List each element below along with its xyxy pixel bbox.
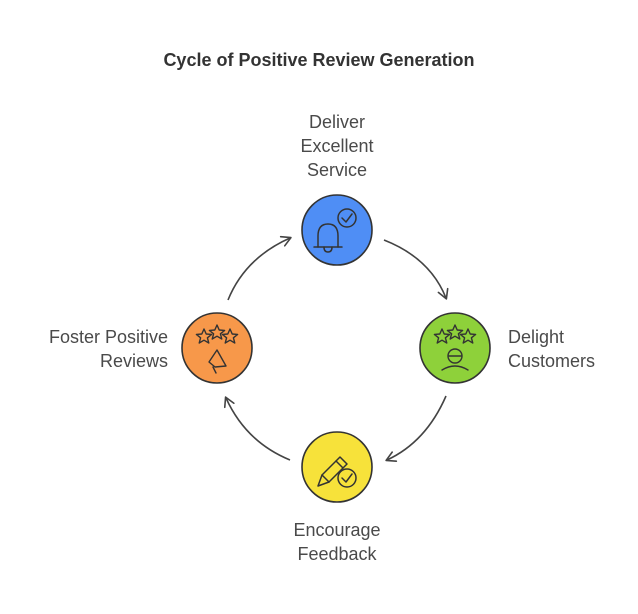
step-label-line: Service	[306, 160, 368, 180]
step-label-line: Feedback	[297, 544, 377, 564]
node-encourage	[301, 431, 373, 503]
step-label-delight: Delight Customers	[508, 325, 595, 373]
step-label-encourage: Encourage Feedback	[237, 518, 437, 566]
step-label-line: Foster Positive	[48, 327, 168, 347]
node-deliver	[301, 194, 373, 266]
step-label-foster: Foster Positive Reviews	[18, 325, 168, 373]
step-label-deliver: Deliver Excellent Service	[237, 110, 437, 182]
node-foster	[181, 312, 253, 384]
step-label-line: Encourage	[293, 520, 381, 540]
arrow-delight-to-encourage	[385, 395, 447, 462]
step-label-line: Excellent	[300, 136, 374, 156]
pencil-check-icon	[317, 456, 357, 488]
step-label-line: Customers	[508, 351, 596, 371]
step-label-line: Reviews	[99, 351, 168, 371]
stars-megaphone-icon	[195, 324, 239, 374]
step-label-line: Delight	[508, 327, 565, 347]
arrow-encourage-to-foster	[223, 396, 291, 461]
arrow-deliver-to-delight	[383, 239, 449, 300]
diagram-title: Cycle of Positive Review Generation	[163, 50, 475, 70]
step-label-line: Deliver	[308, 112, 365, 132]
stars-customer-icon	[433, 324, 477, 371]
bell-check-icon	[313, 208, 357, 253]
node-delight	[419, 312, 491, 384]
arrow-foster-to-deliver	[227, 235, 292, 301]
